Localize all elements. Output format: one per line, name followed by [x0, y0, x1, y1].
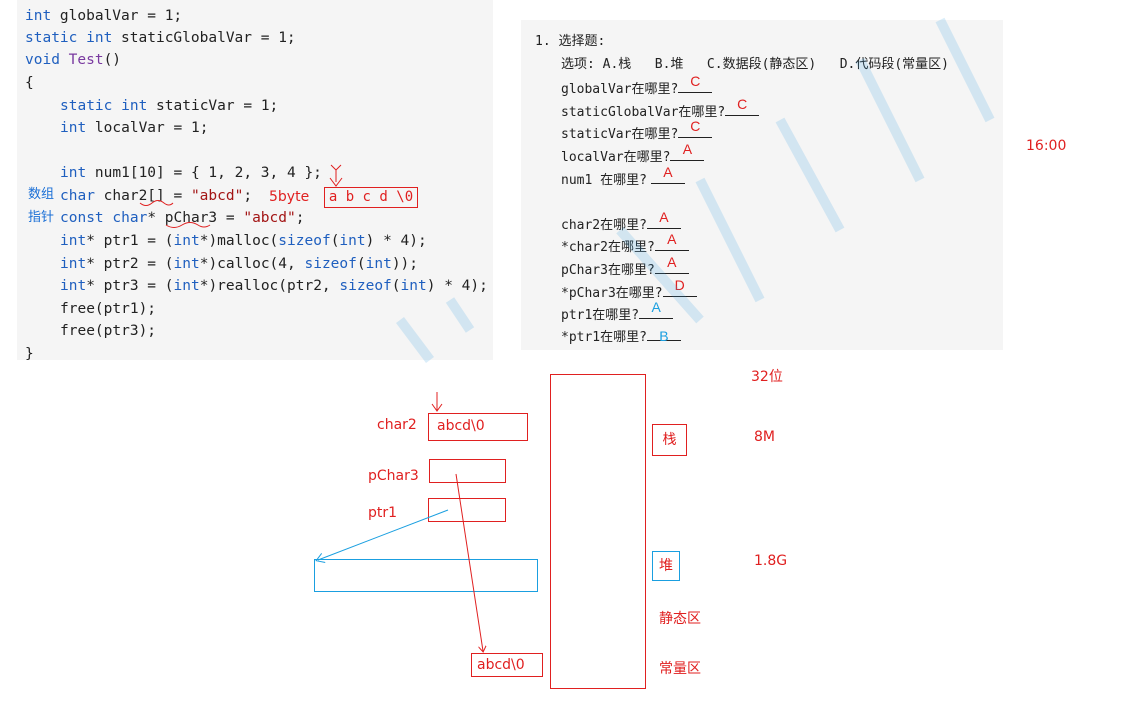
code-line-2: static int staticGlobalVar = 1; — [25, 30, 296, 46]
answer-mark: D — [674, 277, 685, 293]
const-string-box — [471, 653, 543, 677]
answer-mark: A — [659, 209, 669, 225]
char-array-box: a b c d \0 — [324, 187, 418, 208]
answer-mark: C — [690, 73, 701, 89]
pchar3-underline — [165, 222, 211, 228]
answer-mark: B — [659, 328, 669, 344]
quiz-item: globalVar在哪里?C — [561, 73, 713, 98]
char2-value: abcd\0 — [437, 418, 485, 434]
answer-mark: C — [737, 96, 748, 112]
array-annotation: 数组 — [28, 187, 55, 202]
size-annotation: 5byte — [269, 189, 310, 205]
code-line-10: int* ptr1 = (int*)malloc(sizeof(int) * 4… — [60, 233, 427, 249]
code-line-4: { — [25, 75, 34, 91]
code-line-3: void Test() — [25, 52, 122, 68]
quiz-panel: 1. 选择题: 选项: A.栈 B.堆 C.数据段(静态区) D.代码段(常量区… — [521, 20, 1003, 350]
quiz-item: *pChar3在哪里?D — [561, 277, 697, 302]
code-line-9: const char* pChar3 = "abcd"; — [60, 210, 305, 226]
pchar3-box — [429, 459, 506, 483]
answer-mark: A — [682, 141, 693, 157]
pointer-annotation: 指针 — [28, 210, 55, 225]
ptr1-arrow — [318, 509, 449, 560]
char2-down-arrow — [431, 392, 443, 412]
answer-mark: A — [667, 254, 677, 270]
const-area-label: 常量区 — [659, 661, 701, 677]
quiz-item: staticVar在哪里?C — [561, 118, 713, 143]
code-line-7: int num1[10] = { 1, 2, 3, 4 }; — [60, 165, 322, 181]
watermark — [396, 17, 995, 363]
heap-segment: 堆 — [652, 551, 680, 581]
bits-label: 32位 — [751, 369, 783, 385]
stack-segment: 栈 — [652, 424, 687, 456]
char2-box — [428, 413, 528, 441]
code-line-15: } — [25, 346, 34, 362]
char2-underline — [139, 200, 174, 206]
code-down-arrow — [329, 164, 343, 187]
quiz-title: 1. 选择题: — [535, 34, 606, 49]
stack-size: 8M — [754, 429, 775, 445]
quiz-options: 选项: A.栈 B.堆 C.数据段(静态区) D.代码段(常量区) — [561, 57, 950, 72]
quiz-item: *char2在哪里?A — [561, 231, 689, 256]
ptr1-label: ptr1 — [368, 505, 398, 521]
quiz-item: *ptr1在哪里?B — [561, 326, 681, 346]
answer-mark: A — [651, 299, 661, 315]
pchar3-arrow — [455, 473, 483, 651]
code-line-6: int localVar = 1; — [60, 120, 209, 136]
char2-label: char2 — [377, 417, 417, 433]
heap-size: 1.8G — [754, 553, 788, 569]
const-string-value: abcd\0 — [477, 657, 525, 673]
answer-mark: C — [690, 118, 701, 134]
answer-mark: A — [667, 231, 677, 247]
code-line-8: char char2[] = "abcd"; — [60, 188, 253, 204]
code-line-1: int globalVar = 1; — [25, 8, 183, 24]
quiz-item: ptr1在哪里?A — [561, 299, 674, 324]
quiz-item: localVar在哪里?A — [561, 141, 705, 166]
code-line-13: free(ptr1); — [60, 301, 157, 317]
ptr1-box — [428, 498, 506, 522]
code-line-12: int* ptr3 = (int*)realloc(ptr2, sizeof(i… — [60, 278, 488, 294]
heap-block — [314, 559, 538, 592]
static-area-label: 静态区 — [659, 611, 701, 627]
process-memory-column — [550, 374, 646, 689]
code-panel: int globalVar = 1; static int staticGlob… — [17, 0, 493, 362]
time-note: 16:00 — [1026, 138, 1067, 154]
quiz-item: pChar3在哪里?A — [561, 254, 689, 279]
code-line-5: static int staticVar = 1; — [60, 98, 279, 114]
answer-mark: A — [663, 164, 673, 180]
code-line-11: int* ptr2 = (int*)calloc(4, sizeof(int))… — [60, 256, 419, 272]
quiz-item: num1 在哪里?A — [561, 164, 685, 189]
quiz-item: char2在哪里?A — [561, 209, 681, 234]
quiz-item: staticGlobalVar在哪里?C — [561, 96, 760, 121]
pchar3-label: pChar3 — [368, 468, 419, 484]
code-line-14: free(ptr3); — [60, 323, 157, 339]
